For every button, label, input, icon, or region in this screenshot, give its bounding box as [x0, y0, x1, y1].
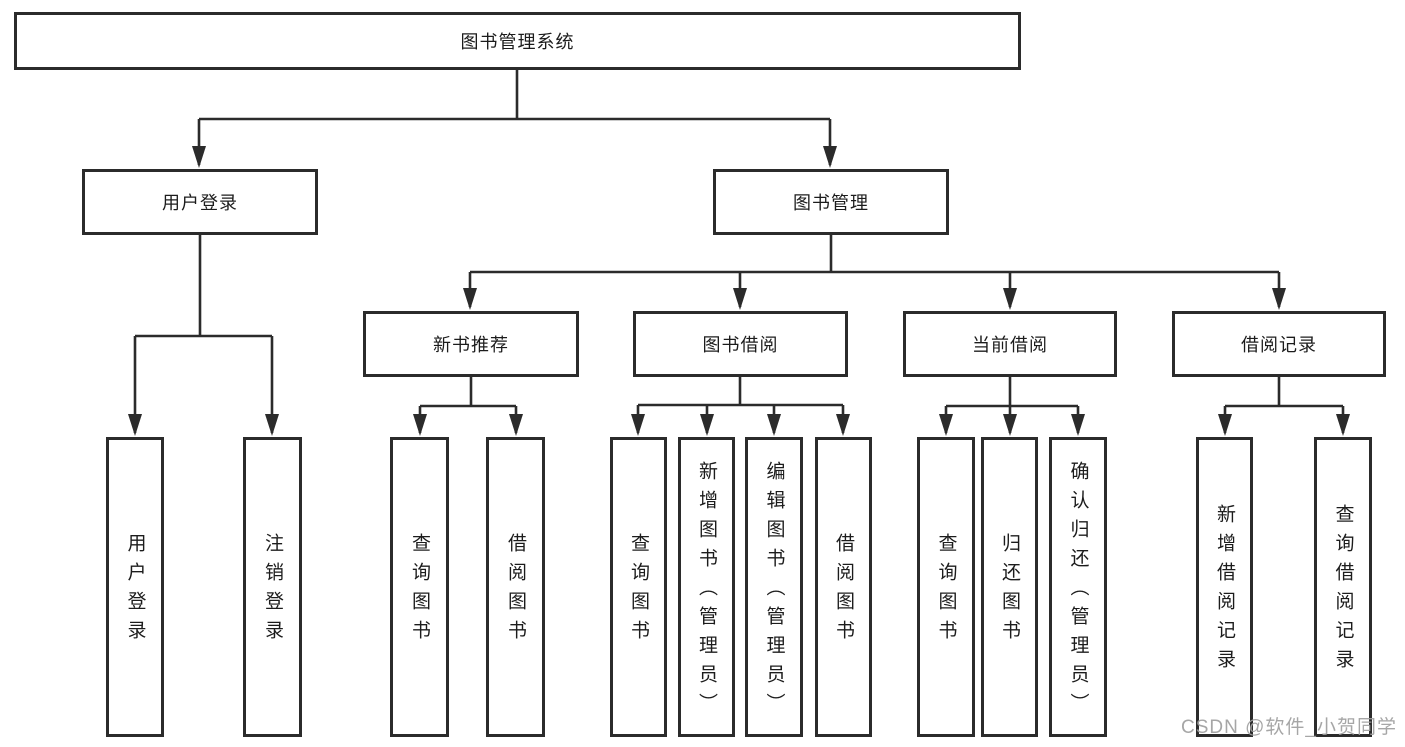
node-box-user-login: 用户登录	[82, 169, 318, 235]
node-label-cb-return-books: 归还图书	[999, 533, 1020, 649]
node-box-book-borrowing: 图书借阅	[633, 311, 848, 377]
node-box-nb-borrow-books: 借阅图书	[486, 437, 545, 737]
node-box-bb-edit-books-admin: 编辑图书（管理员）	[745, 437, 803, 737]
node-box-br-query-record: 查询借阅记录	[1314, 437, 1372, 737]
node-label-logout-leaf: 注销登录	[262, 533, 283, 649]
node-label-new-book-recommend: 新书推荐	[433, 335, 509, 355]
node-box-book-management: 图书管理	[713, 169, 949, 235]
node-label-nb-borrow-books: 借阅图书	[505, 533, 526, 649]
node-label-bb-add-books-admin: 新增图书（管理员）	[696, 460, 717, 722]
node-label-borrowing-records: 借阅记录	[1241, 335, 1317, 355]
node-label-br-query-record: 查询借阅记录	[1332, 504, 1354, 678]
node-box-logout-leaf: 注销登录	[243, 437, 302, 737]
node-label-book-management: 图书管理	[793, 193, 869, 213]
node-box-bb-borrow-books: 借阅图书	[815, 437, 872, 737]
node-label-current-borrowing: 当前借阅	[972, 335, 1048, 355]
node-label-bb-edit-books-admin: 编辑图书（管理员）	[763, 460, 785, 722]
node-box-nb-query-books: 查询图书	[390, 437, 449, 737]
node-box-br-add-record: 新增借阅记录	[1196, 437, 1253, 737]
node-box-cb-confirm-return-admin: 确认归还（管理员）	[1049, 437, 1107, 737]
node-box-bb-add-books-admin: 新增图书（管理员）	[678, 437, 735, 737]
node-label-book-borrowing: 图书借阅	[702, 335, 779, 355]
node-box-system-root: 图书管理系统	[14, 12, 1021, 70]
node-label-user-login: 用户登录	[162, 193, 238, 213]
node-box-borrowing-records: 借阅记录	[1172, 311, 1386, 377]
node-box-current-borrowing: 当前借阅	[903, 311, 1117, 377]
node-box-cb-query-books: 查询图书	[917, 437, 975, 737]
node-box-cb-return-books: 归还图书	[981, 437, 1038, 737]
node-label-user-login-leaf: 用户登录	[124, 533, 146, 649]
node-label-bb-borrow-books: 借阅图书	[833, 533, 854, 649]
csdn-watermark: CSDN @软件_小贺同学	[1181, 717, 1397, 738]
node-label-cb-query-books: 查询图书	[935, 533, 957, 649]
node-label-br-add-record: 新增借阅记录	[1214, 504, 1235, 678]
node-label-system-root: 图书管理系统	[460, 32, 575, 52]
node-box-bb-query-books: 查询图书	[610, 437, 667, 737]
node-box-user-login-leaf: 用户登录	[106, 437, 164, 737]
node-label-nb-query-books: 查询图书	[409, 533, 430, 649]
node-label-bb-query-books: 查询图书	[628, 533, 649, 649]
node-box-new-book-recommend: 新书推荐	[363, 311, 579, 377]
node-label-cb-confirm-return-admin: 确认归还（管理员）	[1067, 460, 1089, 722]
